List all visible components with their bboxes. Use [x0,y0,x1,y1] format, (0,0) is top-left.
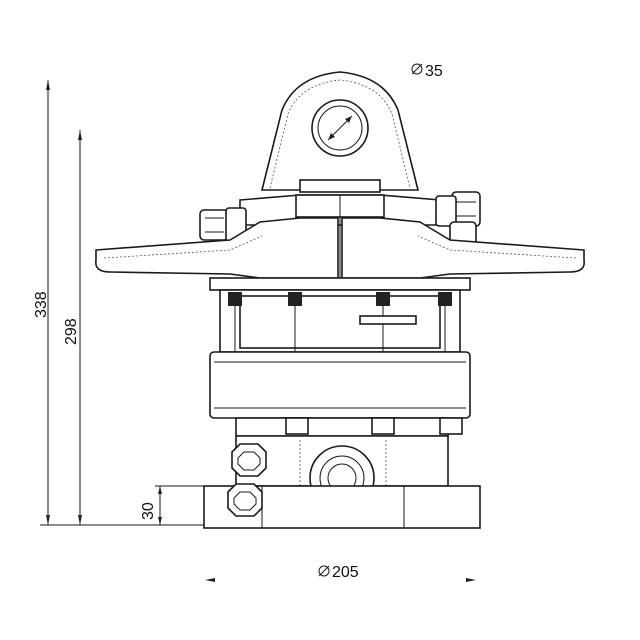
upper-housing [239,194,441,278]
hydraulic-fitting-right [435,191,481,247]
hex-plug-upper [231,443,267,477]
hydraulic-fitting-left [199,207,247,243]
dimension-line-bottom [205,565,476,582]
middle-ring [209,351,471,419]
dimension-lines-left [40,80,255,526]
hex-plug-lower [227,483,263,517]
diameter-symbol-icon [318,565,330,577]
pin-diameter-label [411,63,423,75]
dim-overall-height: 338 [33,291,50,318]
dim-base-diameter: 205 [332,564,359,581]
bearing-section [219,289,461,353]
dim-body-height: 298 [63,318,80,345]
top-flange [94,217,586,291]
dim-base-height: 30 [140,502,157,520]
top-lug [260,71,420,193]
dim-pin-diameter: 35 [425,63,443,80]
diameter-symbol-icon [411,63,423,75]
lower-bolt-ring [235,417,463,437]
